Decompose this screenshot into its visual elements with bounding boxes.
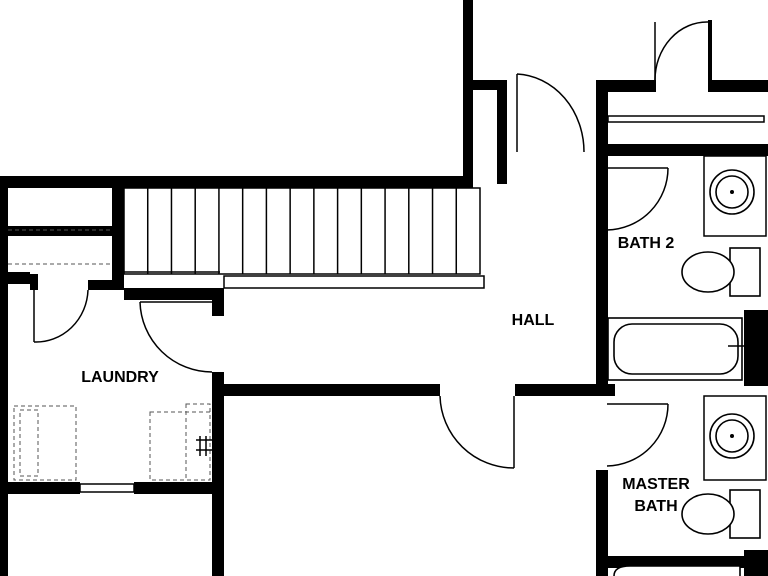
- room-label-master-bath: MASTER BATH: [606, 474, 706, 518]
- staircase: [123, 187, 485, 289]
- room-label-hall: HALL: [511, 312, 555, 329]
- bath2-fixtures: [607, 155, 767, 381]
- room-label-master-line1: MASTER: [622, 476, 690, 493]
- doors: [33, 21, 709, 469]
- room-label-bath2: BATH 2: [617, 235, 675, 252]
- laundry-fixtures: [13, 403, 212, 481]
- room-label-laundry: LAUNDRY: [81, 369, 159, 386]
- master-bath-fixtures: [613, 395, 767, 576]
- room-label-master-line2: BATH: [634, 498, 678, 515]
